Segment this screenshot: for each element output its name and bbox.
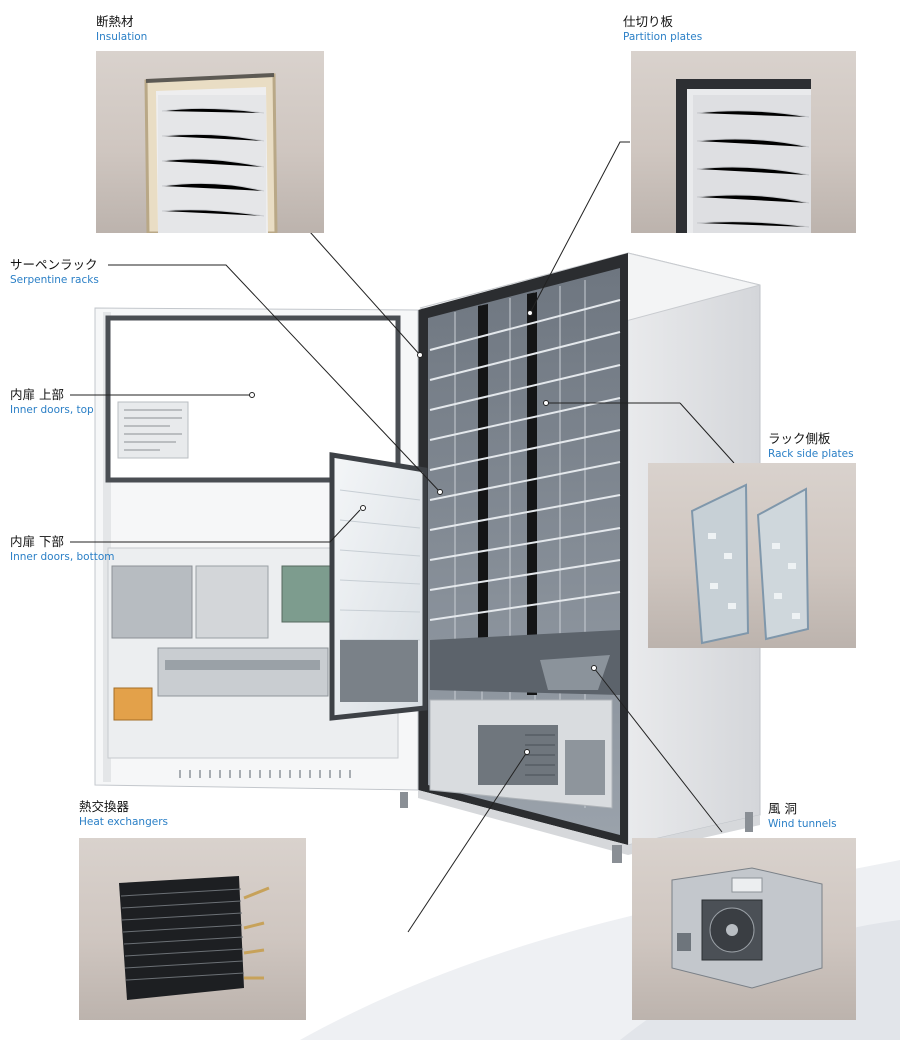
label-wind-tunnels-jp: 風 洞 [768,801,797,816]
control-board-box [111,565,193,639]
label-inner-bottom-jp: 内扉 下部 [10,534,64,549]
leader-lines [70,141,735,933]
display-board [281,565,331,623]
rack-shelves [429,299,621,621]
partition-plate-icon [676,79,811,233]
label-inner-bottom-en: Inner doors, bottom [10,551,115,564]
label-serpentine-jp: サーペンラック [10,257,98,272]
partition-bar-1 [478,304,488,690]
partition-bar-2 [527,292,537,695]
heat-exchanger-icon [119,876,270,1000]
rack-side-plate-icon [690,483,810,645]
wind-tunnel-unit [540,655,610,690]
label-heat-exchangers-en: Heat exchangers [79,816,168,829]
label-inner-top-en: Inner doors, top [10,404,94,417]
wind-tunnel-icon [671,867,823,989]
label-insulation-en: Insulation [96,31,148,44]
wind-tunnels-photo [632,838,856,1020]
coin-mech [195,565,269,639]
label-partition-jp: 仕切り板 [623,14,674,29]
label-serpentine-en: Serpentine racks [10,274,99,287]
partition-plates-photo [631,51,856,233]
label-serpentine: サーペンラック Serpentine racks [10,257,99,287]
foot-1 [400,792,408,808]
label-wind-tunnels-en: Wind tunnels [768,818,837,831]
inner-door-chutes [340,640,418,702]
label-insulation-jp: 断熱材 [96,14,134,29]
warning-sticker [117,401,189,459]
label-inner-top-jp: 内扉 上部 [10,387,64,402]
leader-dots [249,310,597,755]
compressor-unit [565,740,605,795]
insulation-panel-icon [144,73,278,233]
label-partition: 仕切り板 Partition plates [623,14,703,44]
label-rack-side-jp: ラック側板 [768,431,831,446]
sticker-lines [124,409,182,451]
label-partition-en: Partition plates [623,31,703,44]
label-inner-top: 内扉 上部 Inner doors, top [10,387,94,417]
foot-3 [745,812,753,832]
label-rack-side: ラック側板 Rack side plates [768,431,854,461]
label-rack-side-en: Rack side plates [768,448,854,461]
door-vents [179,770,351,778]
label-insulation: 断熱材 Insulation [96,14,148,44]
outer-door-hinge-strip [103,312,111,782]
rack-side-plates-photo [648,463,856,648]
orange-connector [113,687,153,721]
insulation-photo [96,51,324,233]
label-heat-exchangers-jp: 熱交換器 [79,799,130,814]
rail-slot [165,660,320,670]
foot-2 [612,845,622,863]
label-wind-tunnels: 風 洞 Wind tunnels [768,801,837,831]
label-inner-bottom: 内扉 下部 Inner doors, bottom [10,534,115,564]
label-heat-exchangers: 熱交換器 Heat exchangers [79,799,168,829]
heat-exchanger-fins [525,734,555,776]
bill-validator-rail [157,647,329,697]
heat-exchangers-photo [79,838,306,1020]
